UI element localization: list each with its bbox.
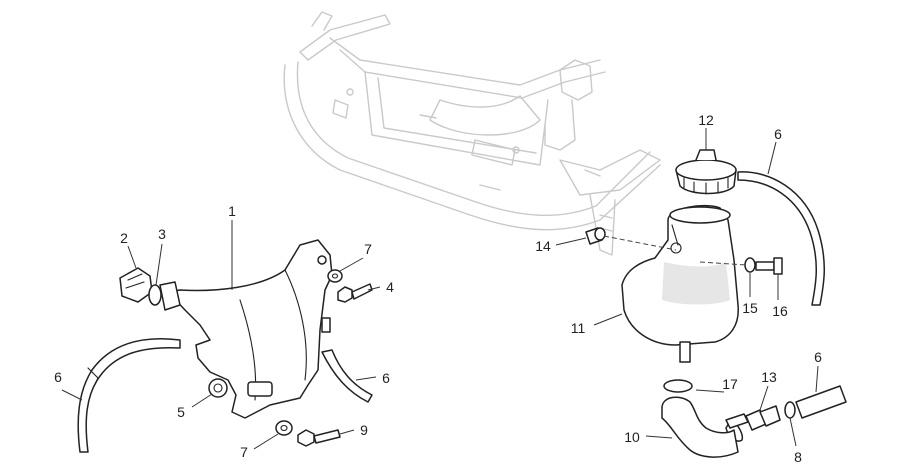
- leader-13: [759, 385, 769, 411]
- hose-fitting: [745, 405, 781, 431]
- screw: [337, 283, 373, 303]
- leader-6d: [815, 365, 819, 393]
- leader-4: [367, 286, 381, 291]
- leader-2: [127, 245, 137, 269]
- leader-11: [593, 313, 623, 326]
- callout-4: 4: [386, 279, 394, 295]
- callout-11: 11: [571, 320, 586, 336]
- callout-6-lower-right: 6: [814, 349, 822, 365]
- washer-tank: [744, 257, 756, 273]
- callout-13: 13: [761, 369, 777, 385]
- callout-14: 14: [535, 238, 551, 254]
- callout-6-middle: 6: [382, 370, 390, 386]
- reservoir-housing: [167, 239, 333, 419]
- leader-9: [339, 429, 355, 435]
- callout-17: 17: [722, 376, 738, 392]
- hose-lower-right: [795, 385, 847, 419]
- washer-lower: [275, 420, 293, 436]
- leader-6b: [355, 376, 377, 381]
- leader-6a: [61, 389, 83, 401]
- callout-2: 2: [120, 230, 128, 246]
- callout-16: 16: [772, 303, 788, 319]
- grommet: [585, 227, 606, 245]
- o-ring: [148, 284, 162, 306]
- callout-5: 5: [177, 404, 185, 420]
- callout-6-upper-right: 6: [774, 126, 782, 142]
- leader-10: [645, 435, 673, 439]
- leader-17: [695, 389, 725, 393]
- filler-cap: [675, 149, 737, 195]
- leader-6c: [767, 141, 777, 175]
- callout-9: 9: [360, 422, 368, 438]
- leader-7b: [253, 433, 279, 450]
- leader-7a: [339, 257, 364, 272]
- callout-10: 10: [624, 429, 640, 445]
- hose-upper-right: [737, 171, 826, 306]
- callout-1: 1: [228, 203, 236, 219]
- scooter-frame: [283, 11, 661, 256]
- callout-15: 15: [742, 300, 758, 316]
- leader-14: [555, 237, 587, 246]
- small-clamp: [784, 401, 796, 419]
- callout-12: 12: [698, 112, 714, 128]
- leader-8: [789, 417, 797, 447]
- housing-neck: [159, 281, 181, 311]
- nut: [208, 378, 228, 398]
- washer-upper: [327, 269, 343, 283]
- reservoir-cap: [119, 267, 153, 303]
- hose-right-small: [321, 317, 373, 403]
- callout-7-lower: 7: [240, 444, 248, 460]
- callout-3: 3: [158, 226, 166, 242]
- alignment-line-upper: [603, 235, 677, 251]
- leader-3: [155, 243, 163, 286]
- elbow-hose: [661, 396, 739, 458]
- callout-6-left: 6: [54, 369, 62, 385]
- hose-left: [77, 338, 181, 453]
- callout-8: 8: [794, 449, 802, 465]
- bolt: [297, 429, 341, 447]
- oil-tank: [621, 204, 739, 363]
- tank-bolt: [755, 257, 783, 275]
- callout-7-upper: 7: [364, 241, 372, 257]
- leader-5: [191, 393, 213, 408]
